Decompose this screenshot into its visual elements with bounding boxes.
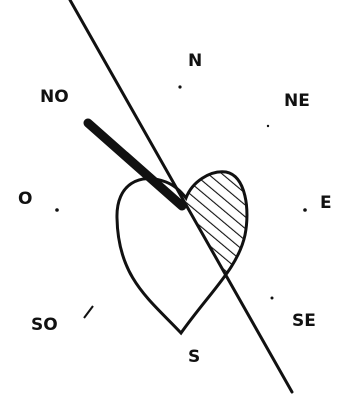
mark-se <box>270 296 274 300</box>
label-north: N <box>188 51 202 71</box>
mark-ne <box>266 124 270 128</box>
diagonal-axis-line <box>68 0 294 394</box>
label-east: E <box>320 193 332 213</box>
label-south: S <box>188 347 200 367</box>
pointer-needle <box>83 118 187 211</box>
mark-west <box>55 208 59 212</box>
label-southwest: SO <box>31 315 58 335</box>
label-northeast: NE <box>284 91 310 111</box>
label-west: O <box>18 189 32 209</box>
mark-sw <box>83 305 94 319</box>
label-southeast: SE <box>292 311 316 331</box>
mark-north <box>178 85 182 89</box>
label-northwest: NO <box>40 87 69 107</box>
mark-east <box>303 208 307 212</box>
